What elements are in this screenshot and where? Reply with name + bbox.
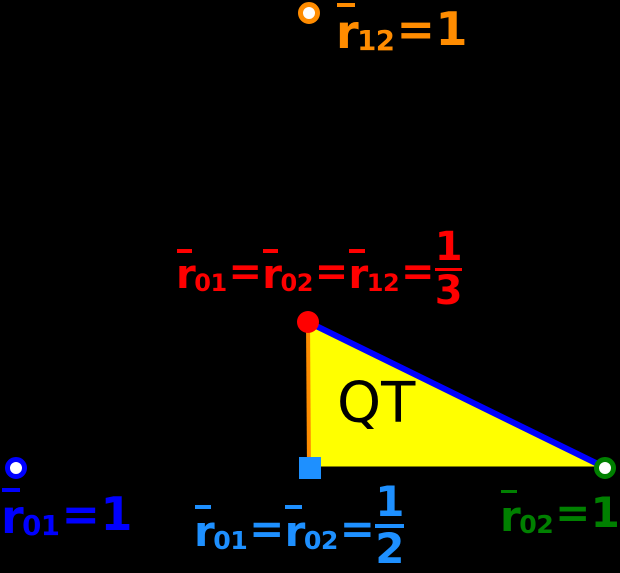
r-letter: r <box>336 5 359 60</box>
rbar-symbol: r <box>1 487 24 545</box>
overline-bar <box>1 487 20 492</box>
fraction-numerator: 1 <box>375 477 405 527</box>
fraction-bar <box>375 524 405 528</box>
overline-bar <box>349 249 365 253</box>
number-value: 1 <box>590 488 620 538</box>
equals-sign: = <box>249 503 284 553</box>
r-letter: r <box>176 251 196 298</box>
r-letter: r <box>1 490 24 545</box>
r-letter: r <box>284 507 306 557</box>
subscript: 02 <box>519 510 554 540</box>
subscript: 02 <box>303 525 339 555</box>
subscript: 02 <box>280 268 314 297</box>
overline-bar <box>194 505 211 509</box>
rbar-symbol: r <box>348 248 369 298</box>
rbar-symbol: r <box>176 248 196 298</box>
equals-sign: = <box>400 248 435 295</box>
equals-sign: = <box>555 488 590 538</box>
rbar-symbol: r <box>285 504 305 553</box>
overline-bar <box>500 489 517 494</box>
subscript: 12 <box>357 24 395 58</box>
label-r01-equals-1: r01=1 <box>1 486 132 545</box>
label-r12-equals-1: r12=1 <box>336 1 467 60</box>
red-dot-marker[interactable] <box>297 311 319 333</box>
equals-sign: = <box>339 503 375 553</box>
orange-circle-marker[interactable] <box>298 2 320 24</box>
equals-sign: = <box>396 1 436 56</box>
r-letter: r <box>500 491 521 541</box>
r-letter: r <box>194 507 215 557</box>
triangle-geometry <box>306 319 608 471</box>
green-circle-marker[interactable] <box>594 457 616 479</box>
overline-bar <box>336 2 355 7</box>
label-r02-equals-1: r02=1 <box>500 488 620 541</box>
overline-bar <box>263 249 279 253</box>
rbar-symbol: r <box>336 2 359 60</box>
rbar-symbol: r <box>194 504 215 557</box>
fraction-numerator: 1 <box>434 223 463 270</box>
number-value: 1 <box>435 1 467 56</box>
number-value: 1 <box>100 486 132 541</box>
overline-bar <box>285 505 302 509</box>
subscript: 12 <box>366 268 400 297</box>
r-letter: r <box>348 251 369 298</box>
fraction-bar <box>434 267 463 271</box>
rbar-symbol: r <box>500 489 521 541</box>
r-letter: r <box>262 251 282 298</box>
overline-bar <box>176 249 193 253</box>
triangle-hypotenuse-edge <box>306 319 608 471</box>
fraction-denominator: 2 <box>375 524 405 573</box>
equals-sign: = <box>61 486 101 541</box>
subscript: 01 <box>22 509 60 543</box>
subscript: 01 <box>194 268 227 297</box>
qt-region-label: QT <box>337 371 416 436</box>
subscript: 01 <box>213 525 248 555</box>
equals-sign: = <box>314 248 349 295</box>
triangle-vertical-edge <box>306 321 311 471</box>
fraction-denominator: 3 <box>434 268 463 315</box>
rbar-symbol: r <box>262 248 282 298</box>
blue-circle-marker[interactable] <box>5 457 27 479</box>
equals-sign: = <box>228 248 262 295</box>
blue-square-marker[interactable] <box>299 457 321 479</box>
